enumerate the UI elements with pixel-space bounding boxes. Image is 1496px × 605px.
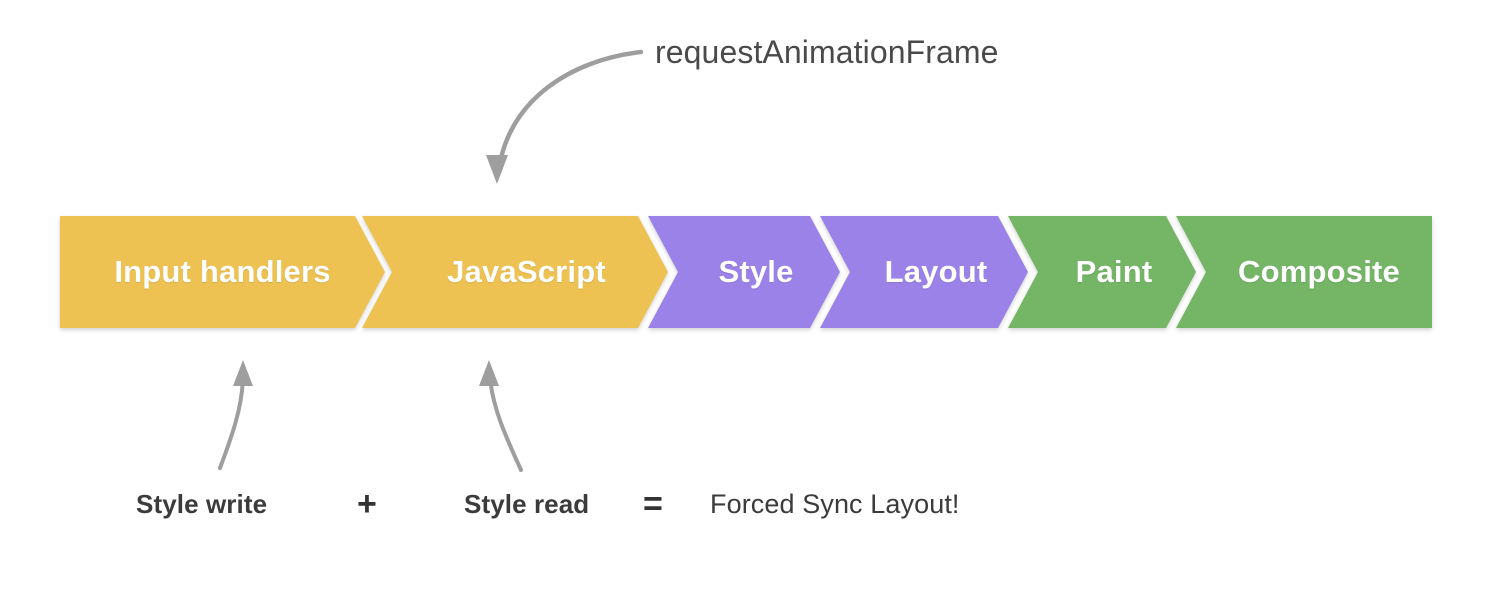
stage-label-layout: Layout xyxy=(884,254,988,289)
stage-label-javascript: JavaScript xyxy=(447,254,606,289)
equation-result-label: Forced Sync Layout! xyxy=(710,488,960,519)
rendering-pipeline-bar: Input handlers JavaScript Style Layout P… xyxy=(60,216,1432,328)
equation-plus-operator: + xyxy=(357,484,377,523)
stage-label-composite: Composite xyxy=(1238,254,1400,289)
equation-style-read-label: Style read xyxy=(464,488,590,519)
raf-annotation-label: requestAnimationFrame xyxy=(655,34,999,70)
stage-shape-paint[interactable] xyxy=(1008,216,1196,328)
stage-label-input-handlers: Input handlers xyxy=(114,254,331,289)
stage-shape-javascript[interactable] xyxy=(362,216,668,328)
equation-row: Style write + Style read = Forced Sync L… xyxy=(0,478,1496,530)
stage-shape-input-handlers[interactable] xyxy=(60,216,385,328)
raf-curved-arrow xyxy=(486,49,644,184)
stage-label-paint: Paint xyxy=(1075,254,1153,289)
stage-shape-style[interactable] xyxy=(648,216,840,328)
equation-style-write-label: Style write xyxy=(136,488,268,519)
pipeline-shapes xyxy=(60,216,1432,328)
stage-label-style: Style xyxy=(718,254,794,289)
stage-shape-composite[interactable] xyxy=(1176,216,1432,328)
equation-equals-operator: = xyxy=(643,484,663,523)
stage-shape-layout[interactable] xyxy=(820,216,1028,328)
style-write-curved-arrow xyxy=(218,360,253,470)
style-read-curved-arrow xyxy=(479,360,523,472)
